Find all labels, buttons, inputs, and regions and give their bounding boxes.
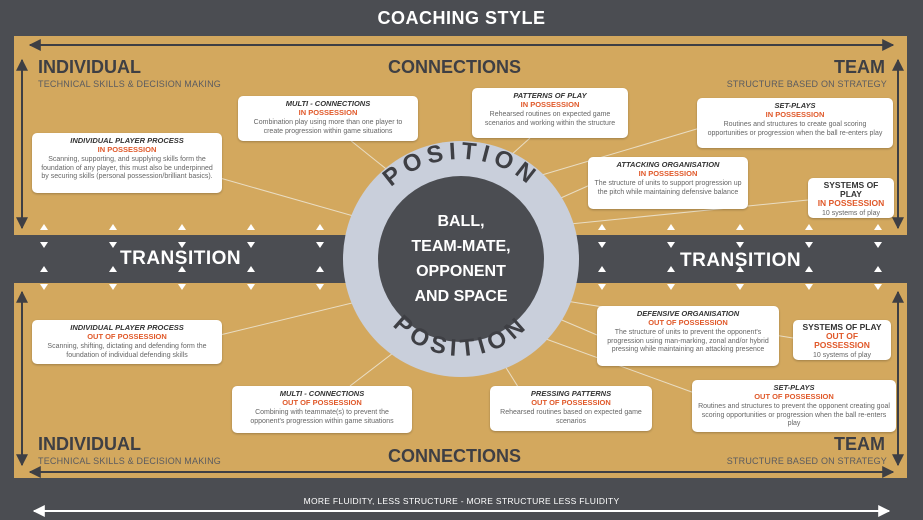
card-title: SET-PLAYS <box>773 383 815 392</box>
center-line: TEAM-MATE, <box>411 238 511 255</box>
card-body: Routines and structures to prevent the o… <box>698 403 890 427</box>
card-attacking-organisation-in: ATTACKING ORGANISATION IN POSSESSION The… <box>588 157 748 209</box>
card-state: OUT OF POSSESSION <box>87 332 167 341</box>
card-title: PATTERNS OF PLAY <box>513 91 587 100</box>
card-title: SYSTEMS OF PLAY <box>823 180 879 199</box>
card-body: Combination play using more than one pla… <box>253 119 403 135</box>
card-title: SYSTEMS OF PLAY <box>802 322 882 332</box>
transition-right-label: TRANSITION <box>680 250 802 271</box>
center-line: BALL, <box>437 213 485 230</box>
card-body: The structure of units to prevent the op… <box>607 329 769 353</box>
card-state: IN POSSESSION <box>97 145 157 154</box>
top-individual-sub: TECHNICAL SKILLS & DECISION MAKING <box>38 79 222 89</box>
bottom-individual-sub: TECHNICAL SKILLS & DECISION MAKING <box>38 456 222 466</box>
card-title: MULTI - CONNECTIONS <box>279 389 365 398</box>
card-individual-player-process-out: INDIVIDUAL PLAYER PROCESS OUT OF POSSESS… <box>32 320 222 364</box>
card-patterns-of-play-in: PATTERNS OF PLAY IN POSSESSION Rehearsed… <box>472 88 628 138</box>
transition-arrows <box>40 224 882 290</box>
card-state: OUT OF POSSESSION <box>648 318 728 327</box>
card-individual-player-process-in: INDIVIDUAL PLAYER PROCESS IN POSSESSION … <box>32 133 222 193</box>
card-defensive-organisation-out: DEFENSIVE ORGANISATION OUT OF POSSESSION… <box>597 306 779 366</box>
card-state: OUT OF POSSESSION <box>282 398 362 407</box>
card-body: 10 systems of play <box>813 352 871 359</box>
card-set-plays-in: SET-PLAYS IN POSSESSION Routines and str… <box>697 98 893 148</box>
card-state: OUT OF POSSESSION <box>754 392 834 401</box>
card-title: MULTI - CONNECTIONS <box>285 99 371 108</box>
card-set-plays-out: SET-PLAYS OUT OF POSSESSION Routines and… <box>692 380 896 432</box>
card-systems-of-play-in: SYSTEMS OF PLAY IN POSSESSION 10 systems… <box>808 178 894 218</box>
card-multi-connections-in: MULTI - CONNECTIONS IN POSSESSION Combin… <box>238 96 418 141</box>
center-line: OPPONENT <box>416 263 506 280</box>
card-state: IN POSSESSION <box>817 198 885 208</box>
card-title: ATTACKING ORGANISATION <box>616 160 720 169</box>
card-body: The structure of units to support progre… <box>594 180 742 196</box>
diagram-title: COACHING STYLE <box>377 8 546 28</box>
transition-left-label: TRANSITION <box>120 248 242 269</box>
bottom-team-heading: TEAM <box>834 434 885 454</box>
card-title: INDIVIDUAL PLAYER PROCESS <box>70 323 184 332</box>
connector-sp-in <box>524 127 701 181</box>
card-body: Scanning, shifting, dictating and defend… <box>47 343 207 359</box>
center-line: AND SPACE <box>414 288 508 305</box>
card-multi-connections-out: MULTI - CONNECTIONS OUT OF POSSESSION Co… <box>232 386 412 433</box>
card-title: DEFENSIVE ORGANISATION <box>636 309 740 318</box>
bottom-connections-heading: CONNECTIONS <box>388 446 522 466</box>
card-title: INDIVIDUAL PLAYER PROCESS <box>70 136 184 145</box>
card-state: IN POSSESSION <box>765 110 825 119</box>
connector-sop-in <box>559 199 809 226</box>
card-body: Combining with teammate(s) to prevent th… <box>250 409 394 425</box>
top-team-heading: TEAM <box>834 57 885 77</box>
bottom-team-sub: STRUCTURE BASED ON STRATEGY <box>726 456 887 466</box>
card-title: PRESSING PATTERNS <box>530 389 612 398</box>
card-state: IN POSSESSION <box>298 108 358 117</box>
center-text: BALL, TEAM-MATE, OPPONENT AND SPACE <box>381 209 541 309</box>
card-body: Routines and structures to create goal s… <box>707 121 883 137</box>
bottom-caption: MORE FLUIDITY, LESS STRUCTURE - MORE STR… <box>303 496 620 506</box>
card-systems-of-play-out: SYSTEMS OF PLAY OUT OF POSSESSION 10 sys… <box>793 320 891 360</box>
top-team-sub: STRUCTURE BASED ON STRATEGY <box>726 79 887 89</box>
card-state: IN POSSESSION <box>638 169 698 178</box>
top-connections-heading: CONNECTIONS <box>388 57 522 77</box>
top-individual-heading: INDIVIDUAL <box>38 57 141 77</box>
card-body: Rehearsed routines based on expected gam… <box>500 409 642 425</box>
card-body: 10 systems of play <box>822 210 880 217</box>
center-circle <box>378 176 544 342</box>
bottom-individual-heading: INDIVIDUAL <box>38 434 141 454</box>
card-state: OUT OF POSSESSION <box>531 398 611 407</box>
card-body: Rehearsed routines on expected game scen… <box>484 111 616 127</box>
card-body: Scanning, supporting, and supplying skil… <box>41 156 213 180</box>
card-state: OUT OF POSSESSION <box>814 331 870 350</box>
card-pressing-patterns-out: PRESSING PATTERNS OUT OF POSSESSION Rehe… <box>490 386 652 431</box>
card-title: SET-PLAYS <box>774 101 816 110</box>
card-state: IN POSSESSION <box>520 100 580 109</box>
